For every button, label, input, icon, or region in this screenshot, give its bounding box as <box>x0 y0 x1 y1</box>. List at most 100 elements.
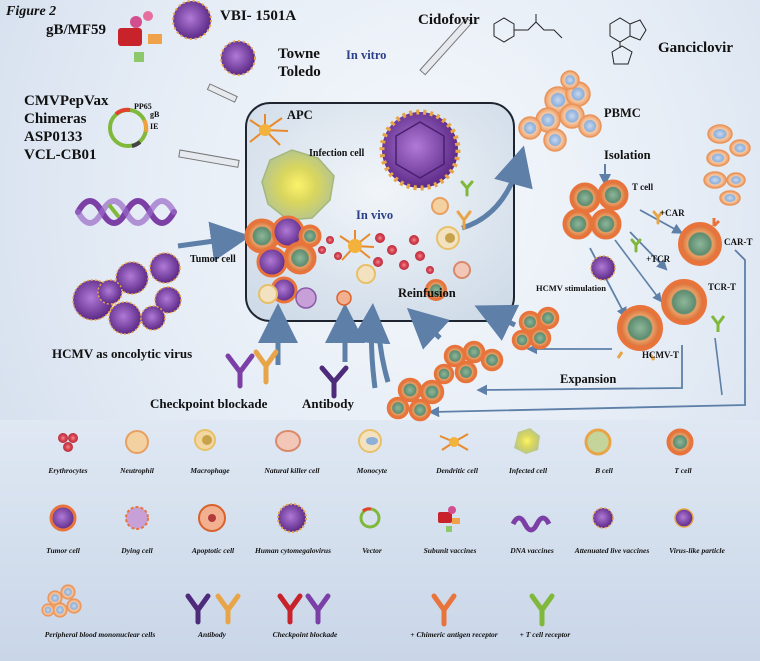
ganciclovir-structure <box>609 17 647 65</box>
stimulated-t-cells <box>511 306 560 351</box>
hcmv-stimulation-virion <box>590 255 616 281</box>
pbmc-label: PBMC <box>604 106 641 120</box>
checkpoint-blockade-icon <box>225 349 279 389</box>
legend-label: Antibody <box>198 630 226 639</box>
cidofovir-label: Cidofovir <box>418 12 480 28</box>
pbmc-top-right <box>703 124 751 206</box>
pbmc-cluster <box>518 70 602 152</box>
legend-neutrophil-icon <box>125 430 149 454</box>
expanded-t-cells <box>386 340 504 422</box>
erythrocytes-in-box <box>318 233 434 274</box>
legend-panel <box>0 420 760 661</box>
dna-vaccine-icon <box>75 198 177 226</box>
toledo-label: Toledo <box>278 64 321 80</box>
legend-label: Peripheral blood mononuclear cells <box>44 630 156 639</box>
legend-label: Monocyte <box>356 466 388 475</box>
legend-label: Tumor cell <box>46 546 80 555</box>
antibody-icon <box>319 365 349 399</box>
legend-label: Virus-like particle <box>669 546 725 555</box>
legend-antibody-icon <box>185 593 241 625</box>
hcmv-t-cell <box>616 305 663 361</box>
legend-dendritic-cell-icon <box>439 433 469 451</box>
legend-icons <box>41 428 694 627</box>
legend-attenuated-vaccine-icon <box>592 507 614 529</box>
infected-cell <box>261 149 335 221</box>
legend-erythrocytes-icon <box>58 433 78 452</box>
legend-nk-cell-icon <box>275 430 301 452</box>
gb-mf59-label: gB/MF59 <box>46 22 106 38</box>
vector-ie-label: IE <box>150 122 159 131</box>
figure-label: Figure 2 <box>6 4 57 19</box>
tumor-cell-label: Tumor cell <box>190 254 236 265</box>
in-vivo-label: In vivo <box>356 208 394 222</box>
car-label: +CAR <box>660 208 685 218</box>
tumor-cell-cluster <box>244 215 322 304</box>
legend-label: Human cytomegalovirus <box>254 546 332 555</box>
vector-plasmid-icon <box>108 107 149 148</box>
legend-label: Dendritic cell <box>436 466 478 475</box>
legend-label: DNA vaccines <box>510 546 554 555</box>
legend-vector-icon <box>359 507 381 529</box>
expansion-label: Expansion <box>560 372 617 386</box>
vector-pp65-label: PP65 <box>134 102 152 111</box>
legend-label: + T cell receptor <box>519 630 571 639</box>
legend-label: Vector <box>362 546 382 555</box>
checkpoint-label: Checkpoint blockade <box>150 396 268 411</box>
legend-label: Dying cell <box>121 546 153 555</box>
legend-subunit-vaccine-icon <box>438 506 460 532</box>
vlp-vaccine-icon <box>172 0 212 40</box>
reinfusion-label: Reinfusion <box>398 286 456 300</box>
legend-tumor-cell-icon <box>49 504 77 532</box>
legend-label: B cell <box>595 466 613 475</box>
t-cell-label: T cell <box>632 182 654 192</box>
hcmv-virion <box>379 109 461 191</box>
chimeras-label: Chimeras <box>24 111 87 127</box>
infection-cell-label: Infection cell <box>309 148 365 159</box>
legend-label: Attenuated live vaccines <box>574 546 650 555</box>
legend-dna-vaccine-icon <box>510 515 552 533</box>
legend-dying-cell-icon <box>125 506 149 530</box>
vector-gb-label: gB <box>150 110 160 119</box>
free-antibodies <box>456 180 474 230</box>
oncolytic-label: HCMV as oncolytic virus <box>52 346 193 361</box>
cmvpepvax-label: CMVPepVax <box>24 93 109 109</box>
legend-pbmc-icon <box>41 584 82 618</box>
legend-label: Checkpoint blockade <box>272 630 338 639</box>
hcmv-stimulation-label: HCMV stimulation <box>536 283 606 293</box>
antibody-label: Antibody <box>302 396 355 411</box>
legend-vlp-icon <box>674 508 694 528</box>
vbi-label: VBI- 1501A <box>220 8 297 24</box>
legend-label: + Chimeric antigen receptor <box>410 630 498 639</box>
legend-label: T cell <box>674 466 692 475</box>
legend-car-icon <box>431 593 457 627</box>
towne-label: Towne <box>278 46 320 62</box>
tcr-t-label: TCR-T <box>708 282 737 292</box>
car-t-label: CAR-T <box>724 237 753 247</box>
ganciclovir-label: Ganciclovir <box>658 40 733 56</box>
legend-label: Neutrophil <box>120 466 154 475</box>
flow-arrows <box>177 145 746 418</box>
cidofovir-structure <box>493 14 563 43</box>
receptor-icons <box>630 210 664 253</box>
legend-b-cell-icon <box>584 428 612 456</box>
syringe-icons <box>178 17 473 168</box>
legend-label: Subunit vaccines <box>423 546 477 555</box>
attenuated-vaccine-icon <box>220 40 256 76</box>
legend-label: Macrophage <box>190 466 230 475</box>
legend-label: Apoptotic cell <box>191 546 235 555</box>
legend-infected-cell-icon <box>514 428 540 454</box>
legend-label: Infected cell <box>508 466 548 475</box>
t-cell-cluster <box>562 179 629 240</box>
vcl-cb01-label: VCL-CB01 <box>24 147 97 163</box>
in-vitro-label: In vitro <box>346 48 387 62</box>
legend-hcmv-icon <box>277 503 307 533</box>
dendritic-cell-invivo <box>339 230 375 261</box>
legend-checkpoint-icon <box>277 593 331 625</box>
immune-cells-invivo <box>258 197 471 309</box>
car-t-cell <box>678 218 722 266</box>
legend-tcr-icon <box>529 593 555 627</box>
legend-t-cell-icon <box>666 428 694 456</box>
oncolytic-virus-cluster <box>72 252 182 335</box>
